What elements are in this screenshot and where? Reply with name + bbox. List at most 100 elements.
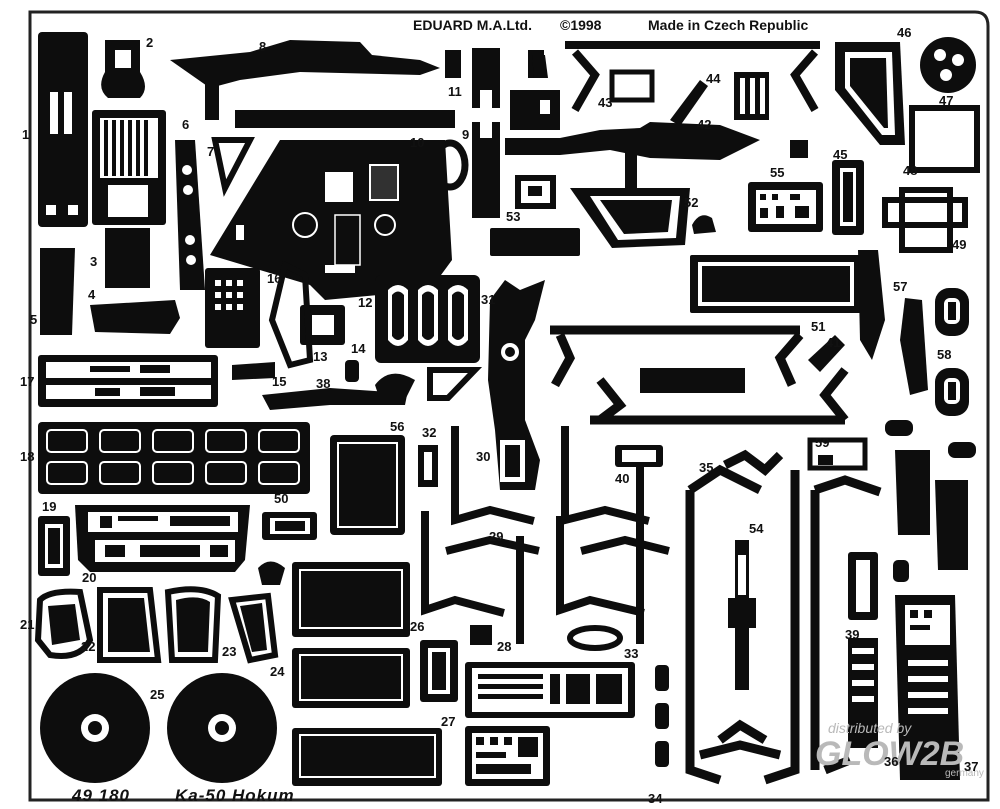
part-label: 24 <box>270 664 285 679</box>
part-39b <box>848 638 878 748</box>
part-17 <box>38 355 218 407</box>
part-label: 55 <box>770 165 785 180</box>
part-label: 48 <box>903 163 918 178</box>
part-label: 46 <box>897 25 912 40</box>
maker-label: EDUARD M.A.Ltd. <box>413 17 532 33</box>
part-5-frame <box>550 325 849 425</box>
part-56 <box>330 435 405 535</box>
part-label: 8 <box>259 39 267 54</box>
watermark-germany: germany <box>945 768 984 779</box>
part-53 <box>515 175 556 209</box>
part-10-panel <box>465 662 635 718</box>
part-label: 7 <box>207 144 215 159</box>
part-label: 40 <box>615 471 630 486</box>
part-44 <box>734 72 769 120</box>
part-label: 57 <box>893 279 908 294</box>
part-label: 2 <box>146 35 154 50</box>
part-35-right <box>810 475 882 775</box>
part-label: 16 <box>267 271 282 286</box>
part-label: 45 <box>833 147 848 162</box>
part-43-box <box>609 69 655 103</box>
part-13 <box>268 260 314 369</box>
part-36 <box>895 595 960 780</box>
part-14a <box>345 360 359 382</box>
part-27 <box>292 728 442 786</box>
part-34-panel <box>465 726 550 786</box>
part-label: 35 <box>699 460 714 475</box>
part-label: 32 <box>422 425 437 440</box>
part-label: 49 <box>952 237 967 252</box>
part-58b <box>935 368 969 416</box>
part-6 <box>175 140 205 290</box>
part-53b <box>490 228 580 256</box>
part-48 <box>909 105 980 173</box>
fret-outline <box>28 10 990 802</box>
part-35-left <box>685 449 800 785</box>
part-5-bar <box>640 368 745 393</box>
part-label: 28 <box>497 639 512 654</box>
part-26b <box>292 648 410 708</box>
part-14j <box>692 215 716 234</box>
part-label: 56 <box>390 419 405 434</box>
part-label: 26 <box>410 619 425 634</box>
part-8 <box>170 40 455 128</box>
part-label: 10 <box>410 135 425 150</box>
part-5-left <box>40 248 75 335</box>
part-label: 25 <box>150 687 165 702</box>
part-label: 4 <box>88 287 96 302</box>
part-29-group <box>421 426 670 644</box>
part-label: 59 <box>815 435 830 450</box>
watermark-distributed: distributed by <box>828 720 912 736</box>
part-52 <box>570 188 690 248</box>
part-49 <box>882 187 968 253</box>
part-label: 27 <box>441 714 456 729</box>
part-42 <box>505 122 760 160</box>
part-label: 53 <box>506 209 521 224</box>
part-16 <box>205 268 260 348</box>
part-14i <box>893 560 909 582</box>
part-24 <box>228 592 279 664</box>
part-58a <box>935 288 969 336</box>
part-label: 17 <box>20 374 35 389</box>
copyright-label: ©1998 <box>560 17 602 33</box>
part-label: 42 <box>697 117 712 132</box>
part-label: 34 <box>648 791 663 806</box>
part-label: 41 <box>826 335 841 350</box>
part-label: 52 <box>684 195 699 210</box>
part-label: 21 <box>20 617 35 632</box>
part-38 <box>262 380 410 410</box>
part-14g <box>885 420 913 436</box>
part-2 <box>101 40 145 98</box>
part-label: 33 <box>624 646 639 661</box>
watermark-brand: GLOW2B <box>815 735 965 773</box>
part-label: 39 <box>845 627 860 642</box>
part-55 <box>748 182 823 232</box>
part-label: 51 <box>811 319 826 334</box>
part-label: 3 <box>90 254 98 269</box>
part-44-strut <box>670 80 708 126</box>
part-3 <box>92 110 166 288</box>
part-label: 18 <box>20 449 35 464</box>
part-label: 38 <box>316 376 331 391</box>
part-20 <box>75 505 250 572</box>
part-label: 14 <box>351 341 366 356</box>
part-14c <box>258 561 285 585</box>
part-14h <box>948 442 976 458</box>
part-cross <box>462 48 560 218</box>
part-18 <box>38 422 310 494</box>
part-label: 47 <box>939 93 954 108</box>
part-47 <box>920 37 976 93</box>
part-28b <box>790 140 808 158</box>
part-7 <box>211 137 255 197</box>
part-label: 31 <box>481 292 496 307</box>
part-label: 6 <box>182 117 190 132</box>
part-label: 50 <box>274 491 289 506</box>
part-5-right-b <box>935 480 968 570</box>
part-31 <box>375 275 480 363</box>
part-label: 29 <box>489 529 504 544</box>
part-label: 20 <box>82 570 97 585</box>
part-label: 43 <box>598 95 613 110</box>
part-label: 19 <box>42 499 57 514</box>
instrument-panel <box>210 140 452 300</box>
